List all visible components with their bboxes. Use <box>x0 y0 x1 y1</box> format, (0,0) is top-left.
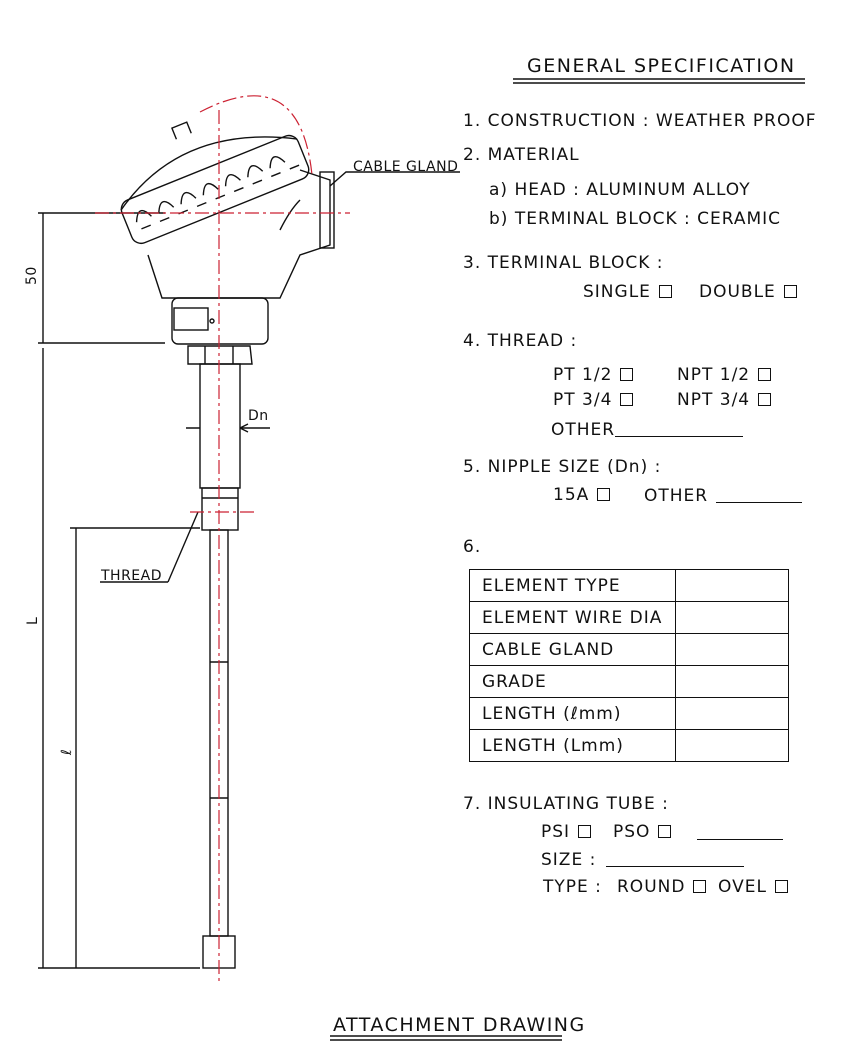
head-cover <box>120 121 310 245</box>
15a-checkbox[interactable] <box>597 488 611 501</box>
option-nipple-other[interactable]: OTHER <box>644 487 803 505</box>
option-ovel[interactable]: OVEL <box>718 879 788 896</box>
pt34-checkbox[interactable] <box>620 393 634 406</box>
npt12-checkbox[interactable] <box>758 368 772 381</box>
spec-item-1: 1. CONSTRUCTION : WEATHER PROOF <box>463 111 817 131</box>
table-row: ELEMENT WIRE DIA <box>469 601 789 634</box>
single-checkbox[interactable] <box>658 285 672 298</box>
option-thread-other[interactable]: OTHER <box>551 421 744 439</box>
table-row: ELEMENT TYPE <box>469 569 789 602</box>
pso-checkbox[interactable] <box>658 825 672 838</box>
spec-item-2b: b) TERMINAL BLOCK : CERAMIC <box>489 209 782 229</box>
dim-50-label: 50 <box>24 266 40 285</box>
option-npt34[interactable]: NPT 3/4 <box>677 392 772 409</box>
cable-gland <box>319 171 335 249</box>
option-size[interactable]: SIZE : <box>541 851 745 869</box>
spec-table: ELEMENT TYPE ELEMENT WIRE DIA CABLE GLAN… <box>469 569 789 762</box>
spec-item-4: 4. THREAD : <box>463 331 578 351</box>
pt12-checkbox[interactable] <box>620 368 634 381</box>
neck <box>171 297 269 345</box>
option-double[interactable]: DOUBLE <box>699 284 797 301</box>
grade-cell[interactable] <box>675 665 789 698</box>
option-npt12[interactable]: NPT 1/2 <box>677 367 772 384</box>
spec-item-5: 5. NIPPLE SIZE (Dn) : <box>463 457 662 477</box>
length-L-cell[interactable] <box>675 729 789 762</box>
double-checkbox[interactable] <box>783 285 797 298</box>
thread-label: THREAD <box>101 568 163 584</box>
insulating-tube-field[interactable] <box>697 824 783 842</box>
element-wire-dia-cell[interactable] <box>675 601 789 634</box>
thread-body <box>201 487 239 531</box>
spec-item-7: 7. INSULATING TUBE : <box>463 794 669 814</box>
spec-item-6: 6. <box>463 537 482 557</box>
nipple <box>199 363 241 489</box>
dim-L-label: L <box>25 616 41 625</box>
option-round[interactable]: ROUND <box>617 879 707 896</box>
footer-title: ATTACHMENT DRAWING <box>333 1014 586 1036</box>
spec-item-3: 3. TERMINAL BLOCK : <box>463 253 664 273</box>
spec-item-2: 2. MATERIAL <box>463 145 580 165</box>
table-row: LENGTH (ℓmm) <box>469 697 789 730</box>
cable-gland-label: CABLE GLAND <box>353 159 459 175</box>
type-label: TYPE : <box>543 877 602 897</box>
dn-label: Dn <box>248 408 269 424</box>
option-pso[interactable]: PSO <box>613 824 672 841</box>
thread-other-field[interactable] <box>615 421 744 437</box>
element-type-cell[interactable] <box>675 569 789 602</box>
hex-nut <box>187 345 253 365</box>
option-pt34[interactable]: PT 3/4 <box>553 392 634 409</box>
npt34-checkbox[interactable] <box>758 393 772 406</box>
table-row: GRADE <box>469 665 789 698</box>
size-field[interactable] <box>606 851 745 867</box>
page-title: GENERAL SPECIFICATION <box>527 55 796 77</box>
psi-checkbox[interactable] <box>578 825 592 838</box>
ovel-checkbox[interactable] <box>774 880 788 893</box>
table-row: CABLE GLAND <box>469 633 789 666</box>
option-15a[interactable]: 15A <box>553 487 611 504</box>
table-row: LENGTH (Lmm) <box>469 729 789 762</box>
length-l-cell[interactable] <box>675 697 789 730</box>
cable-gland-cell[interactable] <box>675 633 789 666</box>
dim-l-label: ℓ <box>59 748 75 755</box>
option-psi[interactable]: PSI <box>541 824 592 841</box>
nipple-other-field[interactable] <box>716 487 803 503</box>
spec-item-2a: a) HEAD : ALUMINUM ALLOY <box>489 180 751 200</box>
head-body <box>147 169 331 299</box>
round-checkbox[interactable] <box>693 880 707 893</box>
option-single[interactable]: SINGLE <box>583 284 672 301</box>
option-pt12[interactable]: PT 1/2 <box>553 367 634 384</box>
